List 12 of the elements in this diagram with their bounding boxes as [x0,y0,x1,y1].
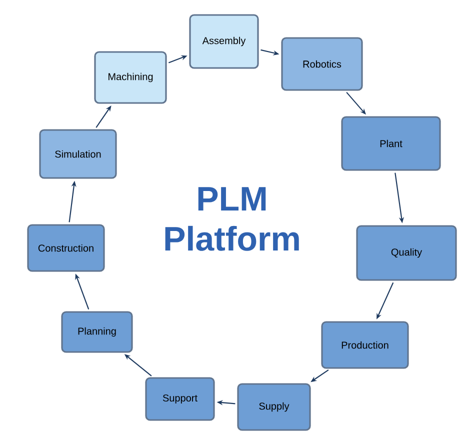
process-box: Machining [94,51,167,104]
title: PLM Platform [165,187,299,251]
process-box: Assembly [189,14,259,69]
process-box: Quality [356,225,457,281]
process-box: Planning [61,311,133,353]
process-box: Simulation [39,129,117,179]
process-box: Robotics [281,37,363,91]
process-box: Support [145,377,215,421]
process-box: Construction [27,224,105,272]
process-box: Plant [341,116,441,171]
process-box: Supply [237,383,311,431]
process-box: Production [321,321,409,369]
